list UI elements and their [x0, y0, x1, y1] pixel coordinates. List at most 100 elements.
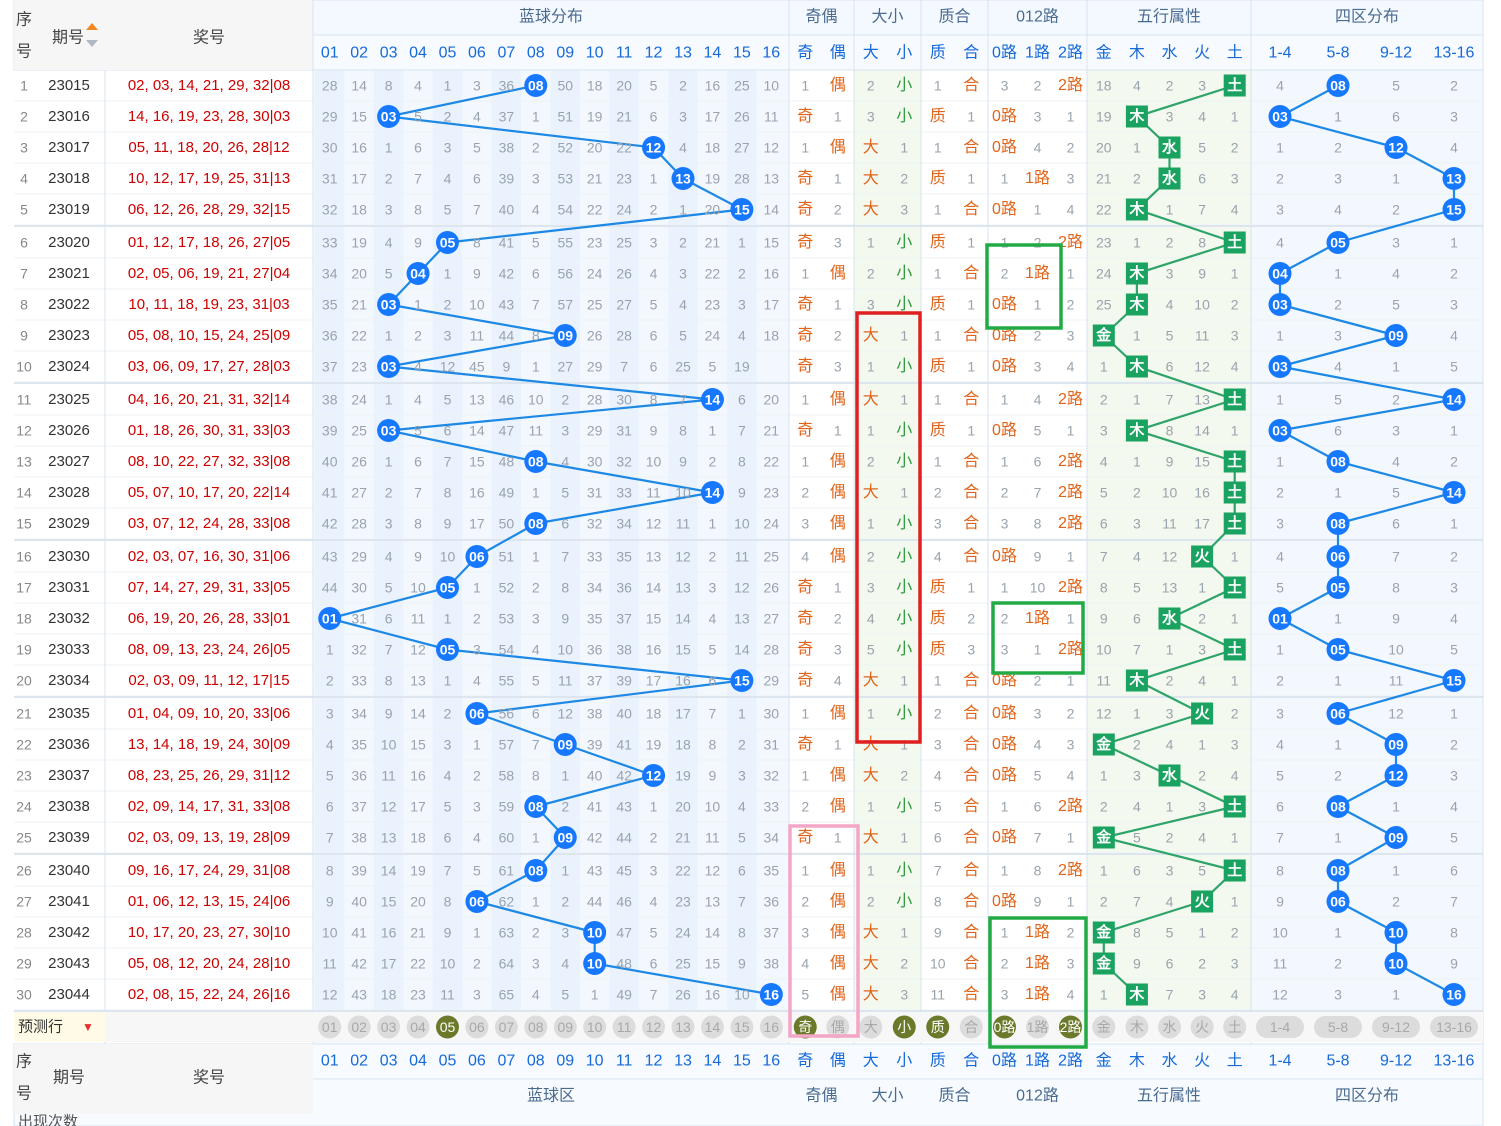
predict-wuxing-ball[interactable]: [1092, 1015, 1116, 1039]
predict-blue-ball[interactable]: [583, 1015, 607, 1039]
predict-wuxing-ball[interactable]: [1158, 1015, 1181, 1039]
predict-blue-ball[interactable]: [318, 1015, 342, 1039]
blue-omit-value: 2: [738, 266, 746, 282]
predict-oe-label[interactable]: 奇: [798, 1019, 812, 1035]
predict-blue-label[interactable]: 02: [351, 1019, 367, 1035]
predict-blue-label[interactable]: 07: [499, 1019, 515, 1035]
predict-blue-label[interactable]: 05: [440, 1019, 456, 1035]
predict-blue-label[interactable]: 06: [469, 1019, 485, 1035]
predict-blue-label[interactable]: 14: [705, 1019, 721, 1035]
blue-omit-value: 15: [381, 894, 397, 910]
blue-omit-value: 12: [440, 359, 456, 375]
predict-blue-ball[interactable]: [700, 1015, 724, 1039]
predict-blue-ball[interactable]: [759, 1015, 783, 1039]
blue-omit-value: 19: [675, 768, 691, 784]
wuxing-hit: 土: [1227, 861, 1242, 879]
predict-bs-label[interactable]: 小: [897, 1019, 911, 1035]
predict-blue-label[interactable]: 13: [675, 1019, 691, 1035]
predict-blue-label[interactable]: 16: [764, 1019, 780, 1035]
predict-oe-ball[interactable]: [826, 1015, 850, 1039]
predict-wuxing-ball[interactable]: [1223, 1015, 1247, 1039]
predict-blue-ball[interactable]: [435, 1015, 459, 1039]
predict-wuxing-label[interactable]: 火: [1195, 1019, 1209, 1035]
predict-blue-ball[interactable]: [465, 1015, 489, 1039]
subheader-bg: [312, 34, 790, 71]
blue-omit-value: 2: [385, 171, 393, 187]
predict-road-label[interactable]: 0路: [994, 1019, 1016, 1035]
predict-blue-label[interactable]: 03: [381, 1019, 397, 1035]
predict-wuxing-label[interactable]: 木: [1130, 1019, 1144, 1035]
predict-blue-ball[interactable]: [377, 1015, 401, 1039]
predict-blue-label[interactable]: 08: [528, 1019, 544, 1035]
predict-blue-ball[interactable]: [642, 1015, 666, 1039]
predict-road-ball[interactable]: [1059, 1015, 1082, 1039]
predict-zone-label[interactable]: 1-4: [1270, 1019, 1290, 1035]
blue-omit-value: 3: [444, 140, 452, 156]
blue-ball: [553, 733, 577, 756]
predict-blue-label[interactable]: 09: [557, 1019, 573, 1035]
predict-zone-pill[interactable]: [1430, 1016, 1478, 1038]
predict-blue-ball[interactable]: [406, 1015, 430, 1039]
blue-omit-value: 17: [646, 673, 662, 689]
predict-blue-ball[interactable]: [730, 1015, 754, 1039]
primecomposite-omit: 6: [934, 830, 942, 846]
predict-blue-ball[interactable]: [671, 1015, 695, 1039]
predict-bs-ball[interactable]: [892, 1015, 916, 1039]
predict-bs-ball[interactable]: [859, 1015, 883, 1039]
road-omit: 1: [1034, 642, 1042, 658]
predict-road-ball[interactable]: [1026, 1015, 1049, 1039]
road-hit: 1路: [1025, 923, 1050, 941]
predict-zone-pill[interactable]: [1314, 1016, 1362, 1038]
predict-blue-ball[interactable]: [347, 1015, 371, 1039]
blue-omit-value: 2: [709, 549, 717, 565]
road-hit: 2路: [1058, 76, 1083, 94]
period-header[interactable]: 期号: [52, 29, 84, 47]
predict-zone-pill[interactable]: [1256, 1016, 1304, 1038]
predict-road-label[interactable]: 2路: [1060, 1019, 1082, 1035]
predict-blue-ball[interactable]: [612, 1015, 636, 1039]
predict-wuxing-ball[interactable]: [1190, 1015, 1214, 1039]
predict-zone-label[interactable]: 5-8: [1328, 1019, 1348, 1035]
predict-oe-ball[interactable]: [793, 1015, 817, 1039]
predict-blue-label[interactable]: 01: [322, 1019, 338, 1035]
blue-omit-value: 43: [616, 799, 632, 815]
predict-zone-pill[interactable]: [1372, 1016, 1420, 1038]
predict-pc-ball[interactable]: [926, 1015, 950, 1039]
bigsmall-omit: 3: [900, 987, 908, 1003]
predict-blue-label[interactable]: 10: [587, 1019, 603, 1035]
blue-omit-value: 4: [532, 202, 540, 218]
predict-blue-label[interactable]: 15: [734, 1019, 750, 1035]
predict-wuxing-label[interactable]: 水: [1163, 1019, 1177, 1035]
sort-up-icon[interactable]: [86, 23, 98, 30]
predict-blue-label[interactable]: 11: [617, 1019, 632, 1035]
predict-label[interactable]: 预测行: [18, 1019, 63, 1036]
predict-arrow-icon[interactable]: ▼: [82, 1020, 94, 1034]
predict-zone-label[interactable]: 13-16: [1436, 1019, 1472, 1035]
predict-wuxing-label[interactable]: 土: [1228, 1019, 1242, 1035]
predict-wuxing-ball[interactable]: [1125, 1015, 1149, 1039]
group-header: 大小: [871, 8, 903, 26]
predict-wuxing-label[interactable]: 金: [1097, 1019, 1111, 1035]
sort-down-icon[interactable]: [86, 40, 98, 47]
predict-road-ball[interactable]: [993, 1015, 1016, 1039]
blue-omit-value: 22: [675, 863, 691, 879]
predict-blue-ball[interactable]: [494, 1015, 518, 1039]
predict-oe-label[interactable]: 偶: [831, 1019, 845, 1035]
predict-blue-ball[interactable]: [524, 1015, 548, 1039]
predict-blue-label[interactable]: 12: [646, 1019, 662, 1035]
wuxing-omit: 2: [1198, 768, 1206, 784]
predict-zone-label[interactable]: 9-12: [1382, 1019, 1410, 1035]
predict-blue-ball[interactable]: [553, 1015, 577, 1039]
predict-pc-label[interactable]: 质: [931, 1019, 945, 1035]
footer-pc-col: 质: [930, 1052, 946, 1070]
predict-road-label[interactable]: 1路: [1027, 1019, 1049, 1035]
blue-omit-value: 1: [444, 266, 452, 282]
row-prize: 02, 08, 15, 22, 24, 26|16: [128, 986, 290, 1003]
row-seq: 18: [16, 611, 32, 627]
row-period: 23039: [48, 829, 90, 846]
predict-bs-label[interactable]: 大: [864, 1019, 878, 1035]
predict-blue-label[interactable]: 04: [410, 1019, 426, 1035]
predict-pc-ball[interactable]: [959, 1015, 983, 1039]
group-divider: [14, 853, 1483, 855]
predict-pc-label[interactable]: 合: [964, 1019, 978, 1035]
